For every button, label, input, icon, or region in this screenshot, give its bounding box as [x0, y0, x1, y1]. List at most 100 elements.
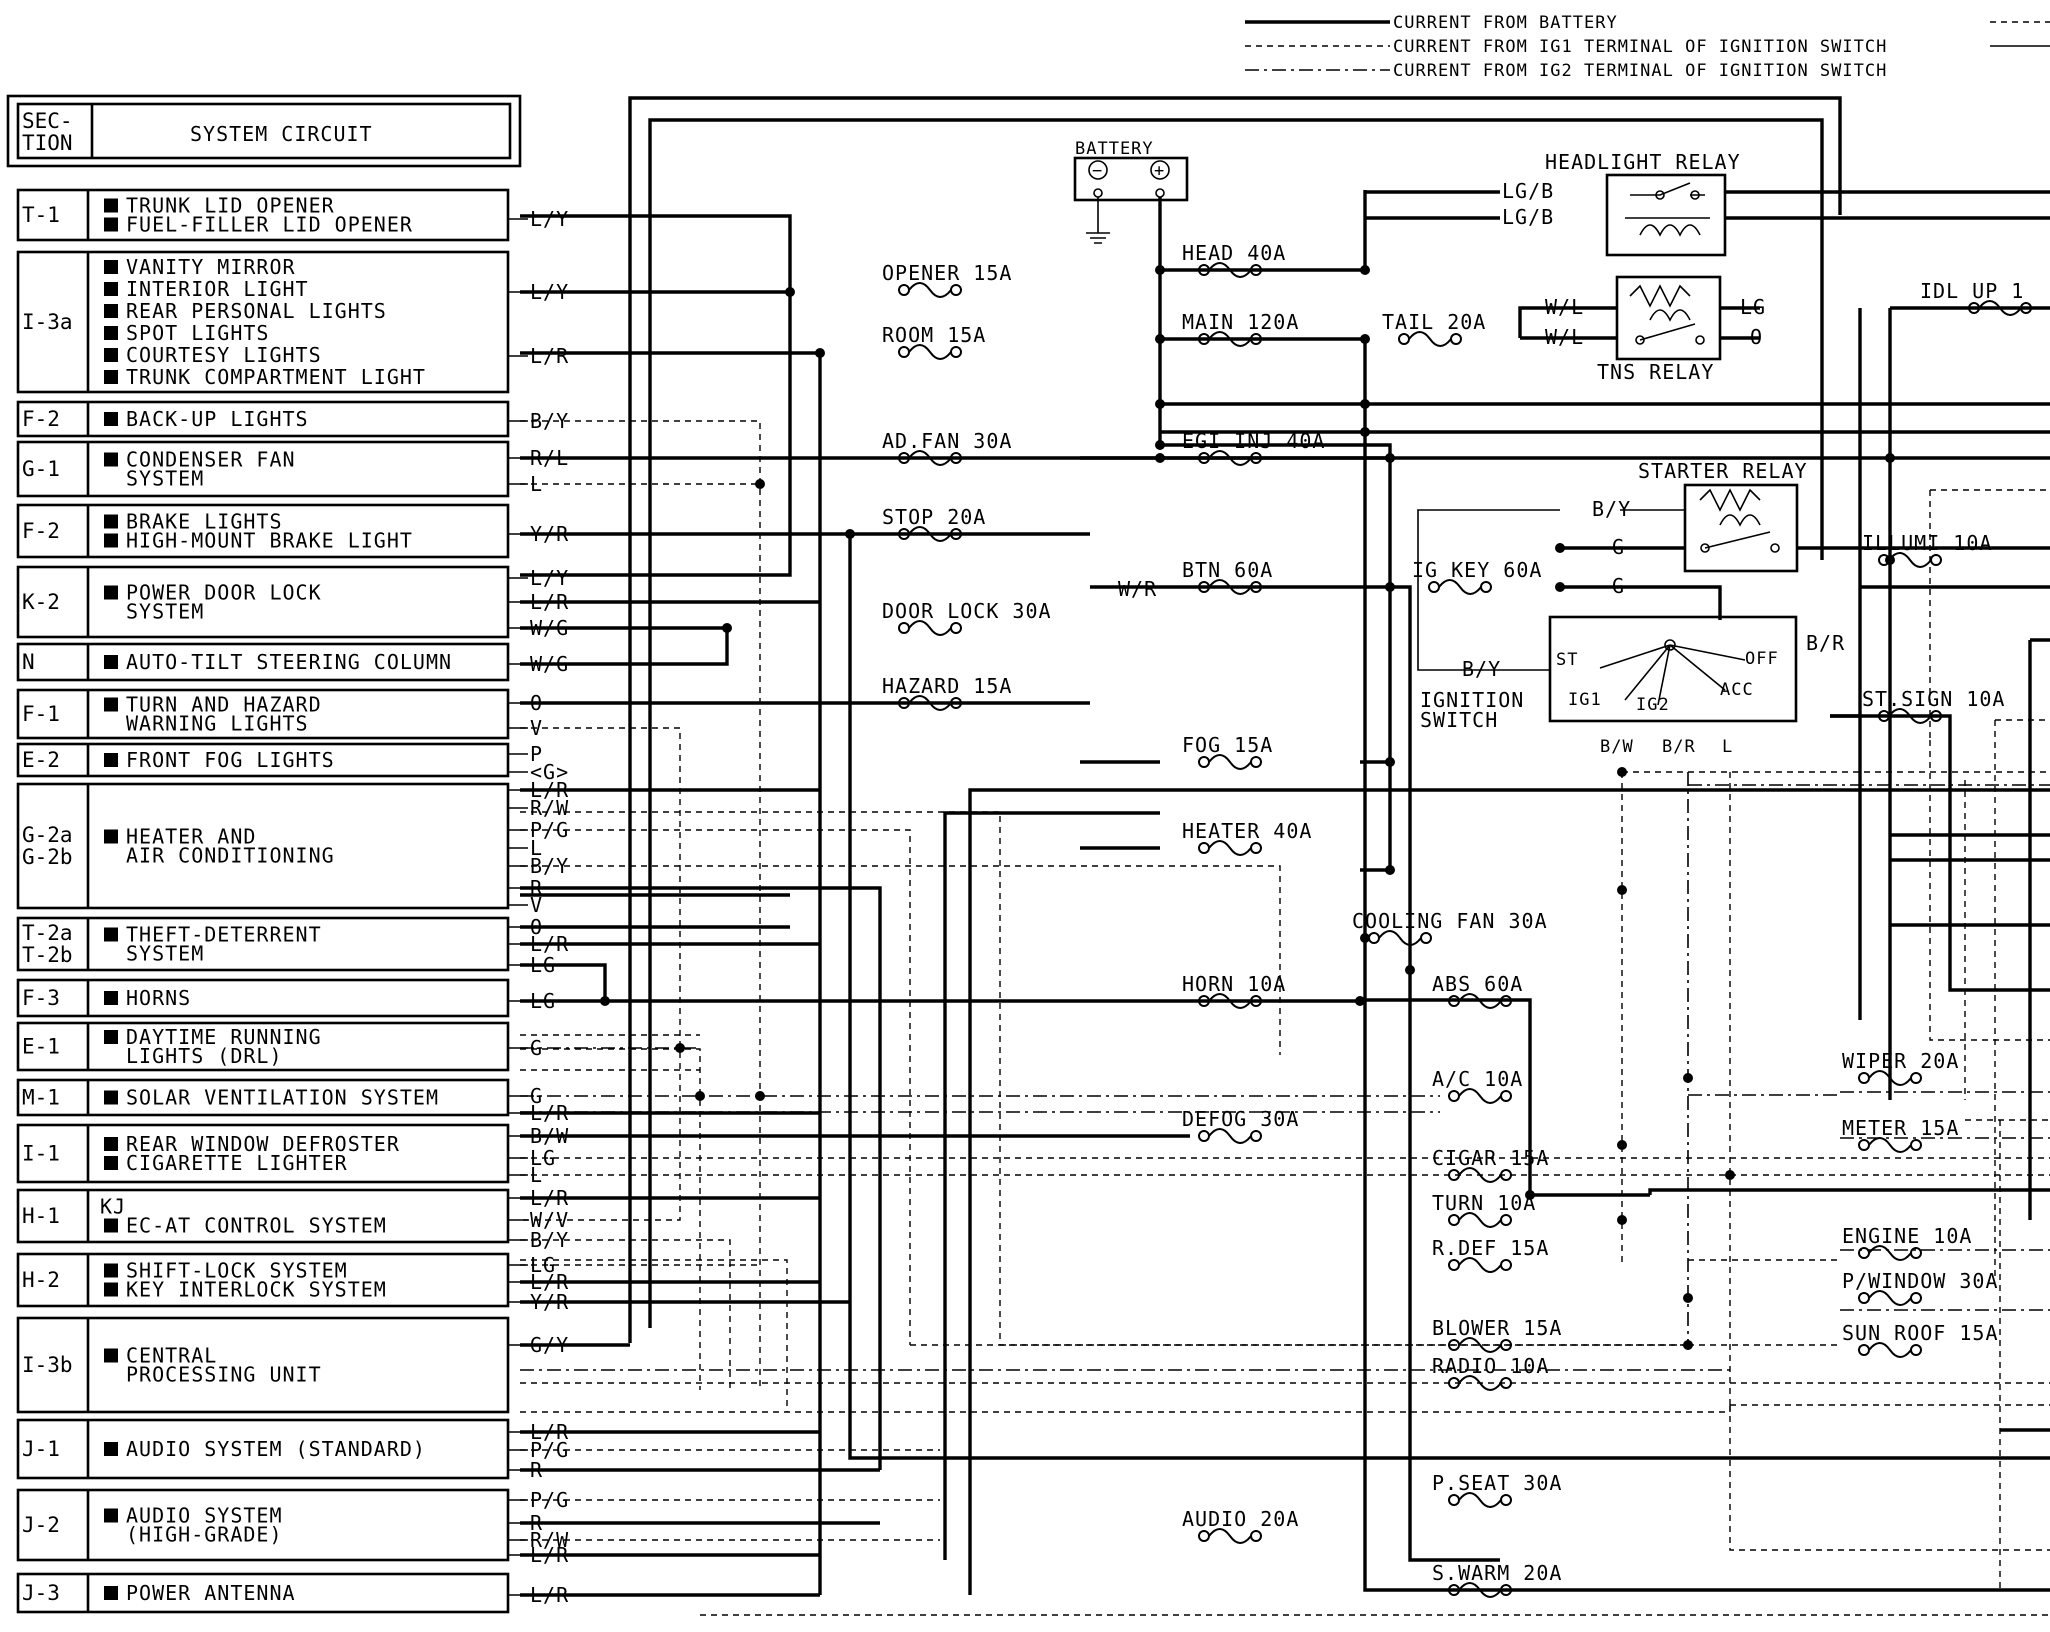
system-code: I-3b [22, 1353, 73, 1377]
system-item: REAR WINDOW DEFROSTER [126, 1132, 400, 1156]
system-box [16, 1418, 510, 1480]
system-code: F-2 [22, 407, 60, 431]
junction-dot [1360, 933, 1370, 943]
fuse-stop-20a: STOP 20A [882, 505, 986, 542]
fuse-label: TURN 10A [1432, 1191, 1536, 1215]
fuse-label: DEFOG 30A [1182, 1107, 1299, 1131]
system-item: LIGHTS (DRL) [126, 1044, 283, 1068]
junction-dot [1683, 1340, 1693, 1350]
starter-relay-label: STARTER RELAY [1638, 459, 1808, 483]
junction-dot [1155, 453, 1165, 463]
bullet-icon [104, 655, 118, 669]
wire-label: L/Y [530, 566, 569, 590]
starter-relay: STARTER RELAY [1417, 459, 2050, 671]
system-item: AUDIO SYSTEM [126, 1504, 283, 1528]
wire-lg: LG [1740, 295, 1766, 319]
system-item: KJ [100, 1195, 126, 1219]
bullet-icon [104, 217, 118, 232]
svg-text:+: + [1154, 161, 1165, 181]
fuse-label: FOG 15A [1182, 733, 1273, 757]
section-header: SEC- TION SYSTEM CIRCUIT [6, 94, 522, 168]
headlight-relay-label: HEADLIGHT RELAY [1545, 150, 1741, 174]
fuse-label: ENGINE 10A [1842, 1224, 1972, 1248]
system-code: E-2 [22, 748, 60, 772]
component-wire-labels: LG/B LG/B W/L W/L LG O B/Y G G B/Y W/R B… [1118, 179, 1845, 681]
fuse-blower-15a: BLOWER 15A [1432, 1316, 1561, 1353]
fuse-cigar-15a: CIGAR 15A [1432, 1146, 1548, 1183]
fuse-label: TAIL 20A [1382, 310, 1486, 334]
system-code: E-1 [22, 1035, 60, 1059]
fuse-label: ROOM 15A [882, 323, 986, 347]
system-code: I-3a [22, 310, 73, 334]
fuse-fog-15a: FOG 15A [1182, 733, 1273, 770]
wire-label: L/R [530, 344, 569, 368]
junction-dot [1355, 996, 1365, 1006]
wire-wr: W/R [1118, 577, 1157, 601]
fuse-label: STOP 20A [882, 505, 986, 529]
wire-label: V [530, 893, 543, 917]
fuse-label: P.SEAT 30A [1432, 1471, 1562, 1495]
junction-dot [1385, 582, 1395, 592]
junction-dot [1405, 965, 1415, 975]
wire-label: R/W [530, 796, 569, 820]
system-box [16, 688, 510, 740]
junction-dot [1360, 427, 1370, 437]
system-code: F-1 [22, 702, 60, 726]
fuse-turn-10a: TURN 10A [1432, 1191, 1536, 1228]
junction-dot [1155, 334, 1165, 344]
wire-label: <G> [530, 760, 569, 784]
system-item: AUDIO SYSTEM (STANDARD) [126, 1437, 426, 1461]
system-item: REAR PERSONAL LIGHTS [126, 299, 387, 323]
wire-wl-2: W/L [1545, 325, 1584, 349]
svg-text:−: − [1092, 161, 1103, 181]
fuse-label: ABS 60A [1432, 972, 1523, 996]
system-item: SHIFT-LOCK SYSTEM [126, 1259, 348, 1283]
fuse-defog-30a: DEFOG 30A [1182, 1107, 1299, 1144]
bullet-icon [104, 1218, 118, 1233]
system-code: I-1 [22, 1142, 60, 1166]
bullet-icon [104, 1586, 118, 1600]
system-code: F-3 [22, 986, 60, 1010]
system-item: POWER DOOR LOCK [126, 581, 322, 605]
junction-dot [1885, 555, 1895, 565]
wire-br: B/R [1806, 631, 1845, 655]
system-item: HEATER AND [126, 825, 256, 849]
left-buses [520, 96, 2050, 1597]
fuse-audio-20a: AUDIO 20A [1182, 1507, 1298, 1544]
fuse-label: HEAD 40A [1182, 241, 1286, 265]
system-code: J-2 [22, 1513, 60, 1537]
junction-dot [1683, 1073, 1693, 1083]
system-item: WARNING LIGHTS [126, 712, 309, 736]
system-code: F-2 [22, 519, 60, 543]
fuse-egi-inj-40a: EGI INJ 40A [1182, 429, 1324, 466]
system-code: G-2a [22, 823, 73, 847]
fuse-heater-40a: HEATER 40A [1182, 819, 1312, 856]
fuse-label: HAZARD 15A [882, 674, 1012, 698]
bullet-icon [104, 1282, 118, 1297]
system-item: TRUNK COMPARTMENT LIGHT [126, 365, 426, 389]
ign-wire-l: L [1722, 737, 1733, 757]
system-box [16, 250, 510, 394]
fuse-label: HEATER 40A [1182, 819, 1312, 843]
junction-dot [1617, 1140, 1627, 1150]
wire-label: P [530, 742, 543, 766]
system-item: SYSTEM [126, 600, 204, 624]
fuse-p-window-30a: P/WINDOW 30A [1842, 1269, 1998, 1306]
legend-battery: CURRENT FROM BATTERY [1393, 13, 1618, 33]
fuse-btn-60a: BTN 60A [1182, 558, 1272, 595]
legend-ig2: CURRENT FROM IG2 TERMINAL OF IGNITION SW… [1393, 61, 1887, 81]
bullet-icon [104, 1156, 118, 1170]
fuse-label: METER 15A [1842, 1116, 1959, 1140]
junction-dot [1385, 865, 1395, 875]
junction-dot [1360, 399, 1370, 409]
junction-dot [722, 623, 732, 633]
fuse-s-warm-20a: S.WARM 20A [1432, 1561, 1561, 1598]
junction-dot [1385, 757, 1395, 767]
bullet-icon [104, 991, 118, 1005]
